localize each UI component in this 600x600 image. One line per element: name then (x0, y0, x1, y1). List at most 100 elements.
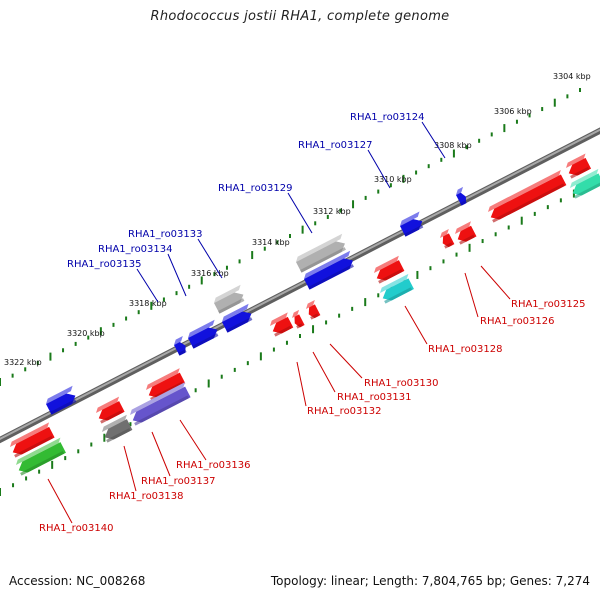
genome-stats-text: Topology: linear; Length: 7,804,765 bp; … (270, 574, 590, 588)
gene-arrow (214, 284, 245, 314)
gene-arrow (488, 169, 567, 223)
scale-tick-lower (325, 320, 328, 325)
scale-tick-lower (364, 298, 367, 307)
scale-tick-lower (103, 433, 106, 442)
gene-label-top[interactable]: RHA1_ro03129 (218, 183, 293, 194)
scale-tick-lower (416, 270, 419, 279)
gene-label-top[interactable]: RHA1_ro03133 (128, 229, 203, 240)
label-leader (421, 121, 446, 159)
scale-label: 3316 kbp (191, 269, 229, 278)
gene-arrow (440, 228, 455, 249)
scale-tick-upper (301, 225, 304, 234)
scale-ticks-upper (0, 88, 581, 386)
scale-tick-lower (38, 469, 41, 474)
accession-text: Accession: NC_008268 (9, 574, 146, 588)
gene-arrow (296, 233, 346, 273)
scale-tick-upper (352, 200, 355, 209)
gene-label-bottom[interactable]: RHA1_ro03125 (511, 299, 586, 310)
scale-tick-upper (175, 291, 178, 296)
scale-tick-lower (299, 334, 301, 338)
scale-tick-lower (351, 306, 354, 311)
gene-label-bottom[interactable]: RHA1_ro03128 (428, 344, 503, 355)
gene-arrow (304, 250, 354, 290)
scale-tick-lower (207, 379, 210, 388)
gene-label-top[interactable]: RHA1_ro03134 (98, 244, 173, 255)
scale-label: 3320 kbp (67, 329, 105, 338)
scale-tick-upper (314, 221, 317, 226)
gene-label-bottom[interactable]: RHA1_ro03132 (307, 406, 382, 417)
scale-tick-upper (541, 107, 544, 112)
gene-label-bottom[interactable]: RHA1_ro03131 (337, 392, 412, 403)
gene-arrow (96, 396, 125, 424)
gene-label-top[interactable]: RHA1_ro03124 (350, 112, 425, 123)
scale-tick-upper (188, 284, 191, 289)
scale-tick-upper (11, 373, 14, 378)
gene-arrow (566, 153, 592, 179)
gene-label-bottom[interactable]: RHA1_ro03130 (364, 378, 439, 389)
scale-tick-lower (51, 460, 54, 469)
label-leader (404, 305, 428, 345)
label-leader (47, 478, 73, 524)
scale-tick-upper (36, 360, 39, 365)
label-leader (197, 238, 223, 279)
gene-label-top[interactable]: RHA1_ro03127 (298, 140, 373, 151)
scale-tick-upper (0, 378, 1, 386)
gene-label-bottom[interactable]: RHA1_ro03136 (176, 460, 251, 471)
scale-tick-lower (194, 388, 197, 393)
gene-arrow (222, 303, 253, 333)
scale-tick-upper (503, 124, 506, 133)
label-leader (329, 343, 363, 379)
gene-arrow (188, 319, 219, 349)
scale-tick-upper (276, 240, 279, 245)
label-leader (151, 431, 171, 477)
label-leader (312, 351, 336, 393)
scale-tick-upper (364, 195, 367, 200)
scale-tick-upper (402, 174, 405, 183)
scale-tick-lower (90, 442, 93, 447)
scale-tick-lower (0, 488, 1, 496)
label-leader (464, 272, 479, 318)
scale-tick-lower (377, 293, 380, 298)
scale-tick-upper (225, 265, 228, 270)
scale-tick-upper (251, 251, 254, 260)
scale-tick-upper (490, 132, 493, 137)
scale-label: 3312 kbp (313, 207, 351, 216)
scale-tick-upper (263, 246, 266, 251)
gene-label-top[interactable]: RHA1_ro03135 (67, 259, 142, 270)
gene-arrow (10, 422, 55, 458)
scale-tick-lower (455, 252, 458, 257)
gene-arrow (270, 312, 294, 337)
scale-tick-upper (87, 335, 90, 340)
scale-tick-upper (465, 145, 468, 150)
scale-tick-upper (99, 327, 102, 336)
label-leader-lines (47, 121, 511, 524)
scale-tick-lower (64, 456, 67, 461)
gene-arrow (380, 273, 414, 304)
scale-tick-upper (452, 149, 455, 158)
scale-tick-upper (415, 170, 418, 175)
scale-tick-upper (339, 208, 342, 213)
gene-label-bottom[interactable]: RHA1_ro03126 (480, 316, 555, 327)
gene-label-bottom[interactable]: RHA1_ro03140 (39, 523, 114, 534)
scale-tick-upper (553, 98, 556, 107)
genome-backbone (0, 127, 600, 444)
scale-tick-upper (49, 352, 52, 361)
gene-label-bottom[interactable]: RHA1_ro03137 (141, 476, 216, 487)
scale-tick-upper (566, 94, 569, 99)
label-leader (367, 149, 391, 189)
scale-tick-upper (389, 183, 392, 188)
gene-label-bottom[interactable]: RHA1_ro03138 (109, 491, 184, 502)
gene-arrow (46, 385, 77, 415)
scale-tick-upper (238, 259, 241, 264)
scale-tick-lower (220, 374, 223, 379)
label-leader (296, 361, 307, 407)
scale-tick-lower (285, 340, 288, 345)
gene-arrow (400, 211, 424, 237)
scale-tick-lower (559, 198, 562, 203)
label-leader (179, 419, 207, 461)
gene-arrow (455, 221, 477, 245)
scale-tick-lower (233, 367, 236, 372)
scale-label: 3322 kbp (4, 358, 42, 367)
scale-tick-upper (137, 310, 140, 315)
